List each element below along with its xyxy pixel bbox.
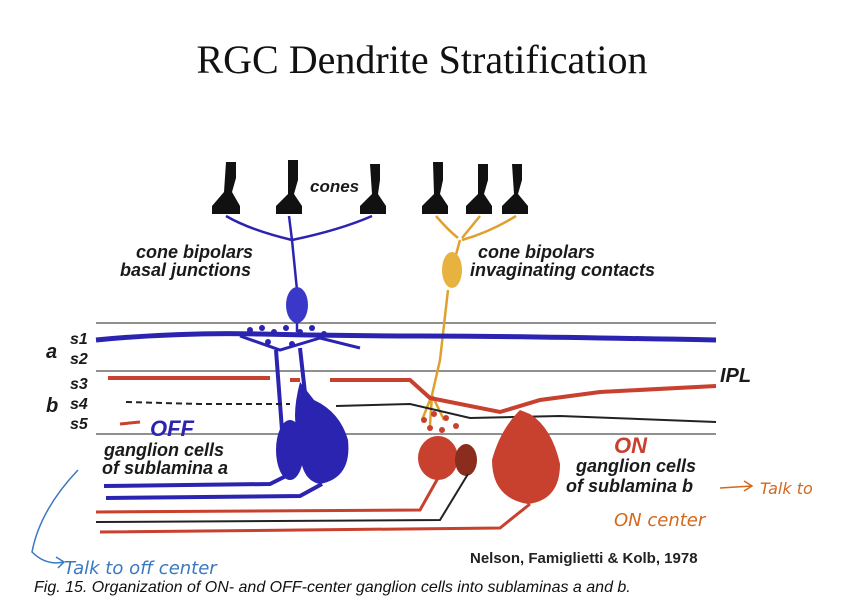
cone-4	[422, 162, 448, 214]
on-title: ON	[614, 433, 648, 458]
s2-label: s2	[70, 351, 88, 368]
on-annotation: Talk to ON center	[614, 479, 813, 531]
off-label-line2: of sublamina a	[102, 458, 228, 478]
cone-photoreceptors	[212, 160, 528, 214]
off-bipolar-soma	[286, 287, 308, 323]
s4-label: s4	[70, 396, 88, 413]
off-annotation-text: Talk to off center	[64, 558, 218, 579]
on-dendrite-bands	[108, 376, 717, 426]
off-ganglion-somata	[276, 382, 349, 484]
ipl-label: IPL	[720, 365, 751, 387]
cone-5	[466, 164, 492, 214]
slide-title: RGC Dendrite Stratification	[196, 37, 648, 82]
off-title: OFF	[150, 416, 195, 441]
off-axon-terminals	[247, 325, 327, 347]
left-bipolar-label-line1: cone bipolars	[136, 242, 253, 262]
ipl-boundaries	[96, 322, 716, 435]
credit-line: Nelson, Famiglietti & Kolb, 1978	[470, 550, 698, 567]
cone-2	[276, 160, 302, 214]
on-annotation-line2: ON center	[614, 510, 707, 531]
cone-1	[212, 162, 240, 214]
on-axon-terminals	[421, 411, 459, 433]
on-annotation-line1: Talk to	[760, 479, 813, 498]
s3-label: s3	[70, 376, 88, 393]
on-label-line2: of sublamina b	[566, 476, 693, 496]
figure-caption: Fig. 15. Organization of ON- and OFF-cen…	[34, 579, 631, 596]
off-label-line1: ganglion cells	[103, 440, 224, 460]
right-bipolar-label-line2: invaginating contacts	[470, 260, 655, 280]
s5-label: s5	[70, 416, 89, 433]
lamina-b-label: b	[46, 395, 58, 417]
on-bipolar-soma	[442, 252, 462, 288]
lamina-a-label: a	[46, 341, 57, 363]
cones-label: cones	[310, 177, 359, 196]
on-ganglion-somata	[418, 410, 560, 504]
left-bipolar-label-line2: basal junctions	[120, 260, 251, 280]
axon-bundles	[95, 473, 531, 534]
off-annotation-arrow	[31, 469, 79, 569]
right-bipolar-label-line1: cone bipolars	[478, 242, 595, 262]
on-label-line1: ganglion cells	[575, 456, 696, 476]
s1-label: s1	[70, 331, 88, 348]
cone-3	[360, 164, 386, 214]
on-annotation-arrow	[719, 480, 754, 492]
off-annotation: Talk to off center	[31, 469, 218, 579]
cone-6	[502, 164, 528, 214]
